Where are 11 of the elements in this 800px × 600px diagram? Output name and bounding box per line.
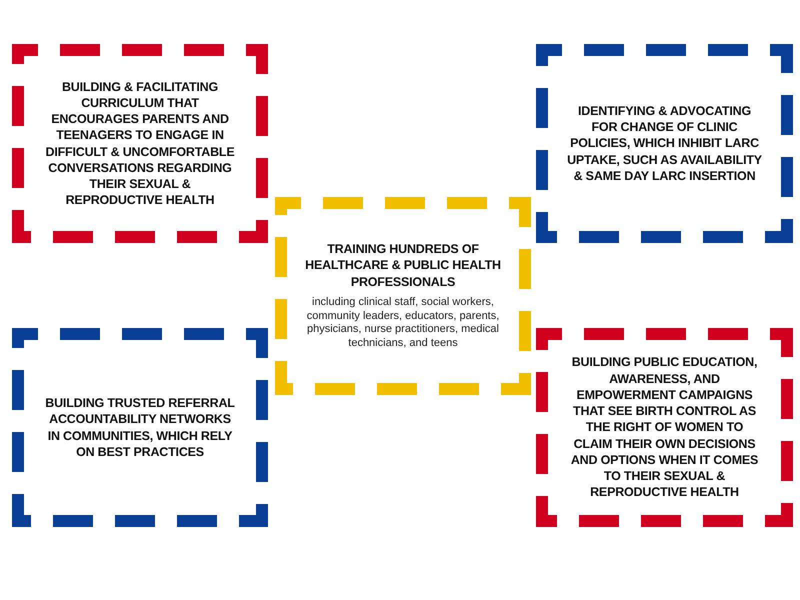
box-heading: BUILDING & FACILITATING CURRICULUM THAT ENCOURAGES PARENTS AND TEENAGERS TO ENGAGE IN DIFFICULT & UNCOMFORTABLE CONVERSATIONS REGARDING THEIR SEXUAL & REPRODUCTIVE HEALTH	[44, 78, 236, 208]
dashed-box	[275, 197, 531, 395]
box-heading: IDENTIFYING & ADVOCATING FOR CHANGE OF CLINIC POLICIES, WHICH INHIBIT LARC UPTAKE, SUCH AS AVAILABILITY & SAME DAY LARC INSERTION	[566, 102, 763, 184]
dashed-box	[536, 328, 793, 527]
dashed-box	[536, 44, 793, 243]
dashed-box	[12, 44, 268, 243]
box-heading: BUILDING PUBLIC EDUCATION, AWARENESS, AND EMPOWERMENT CAMPAIGNS THAT SEE BIRTH CONTROL AS THE RIGHT OF WOMEN TO CLAIM THEIR OWN DECISIONS AND OPTIONS WHEN IT COMES TO THEIR SEXUAL & REPRODUCTIVE HEALTH	[570, 354, 760, 501]
box-heading: TRAINING HUNDREDS OF HEALTHCARE & PUBLIC HEALTH PROFESSIONALS	[304, 241, 502, 290]
dashed-box	[12, 328, 268, 527]
box-body-text: including clinical staff, social workers, community leaders, educators, parents, physicians, nurse practitioners, medical technicians, and teens	[306, 296, 500, 351]
box-heading: BUILDING TRUSTED REFERRAL ACCOUNTABILITY NETWORKS IN COMMUNITIES, WHICH RELY ON BEST PRACTICES	[44, 395, 236, 460]
